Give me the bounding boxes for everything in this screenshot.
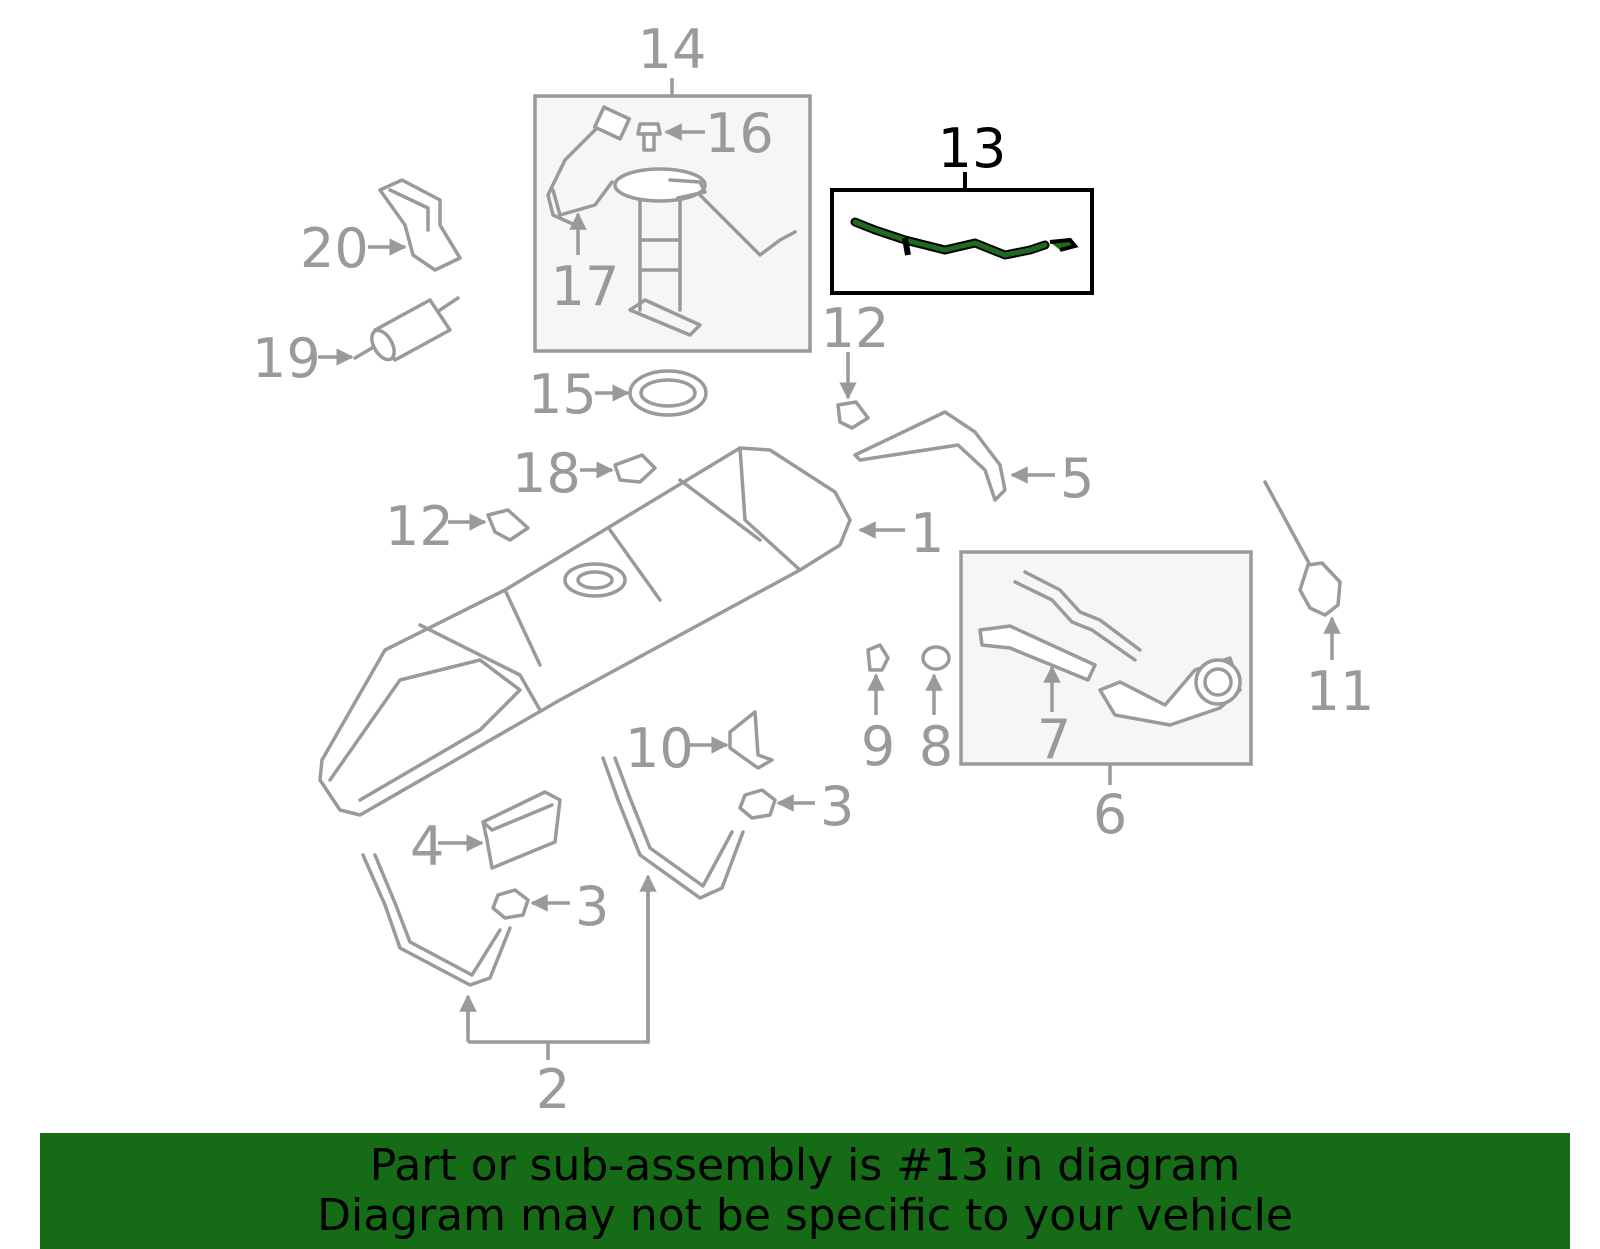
callout-1: 1 [910, 502, 944, 565]
callout-2: 2 [536, 1058, 570, 1121]
clip-upper-body [836, 400, 870, 430]
callout-15: 15 [528, 363, 597, 426]
part-3-upper-nut[interactable] [738, 788, 815, 820]
strap-right-outer [601, 756, 745, 900]
bracket-10-body [728, 710, 774, 770]
callout-19: 19 [252, 327, 321, 390]
filter-inlet [353, 346, 374, 360]
bracket-body [378, 178, 462, 272]
callout-11: 11 [1306, 660, 1375, 723]
vent-tube-lower [1013, 580, 1137, 662]
bracket-4-edge [481, 803, 554, 832]
callout-3-upper: 3 [820, 775, 854, 838]
pump-body [638, 198, 682, 312]
strap-right-inner [613, 756, 734, 888]
nut-lower-body [491, 888, 530, 920]
callout-4: 4 [410, 815, 444, 878]
callout-18: 18 [512, 442, 581, 505]
pump-outlet [668, 178, 707, 200]
callout-16: 16 [705, 102, 774, 165]
part-11-fuel-cap[interactable] [1263, 480, 1342, 660]
bolt-shank [642, 132, 656, 152]
filler-neck-inner [1203, 667, 1233, 697]
callout-20: 20 [300, 217, 369, 280]
strap-left-inner [373, 853, 502, 977]
part-4-bracket[interactable] [438, 790, 562, 870]
vent-tube [1023, 570, 1142, 652]
part-6-filler-assembly[interactable] [959, 550, 1253, 785]
pump-bracket [551, 180, 614, 217]
part-16-bolt[interactable] [636, 122, 705, 152]
tank-pump-opening-inner [576, 570, 614, 590]
banner-line-2: Diagram may not be specific to your vehi… [317, 1190, 1293, 1241]
grommet-9-body [866, 643, 890, 672]
callout-6: 6 [1093, 783, 1127, 846]
part-15-lock-ring[interactable] [595, 369, 708, 417]
clip-lower-body [486, 508, 530, 542]
callout-17: 17 [551, 255, 620, 318]
callout-8: 8 [919, 715, 953, 778]
hose-fitting [1049, 237, 1079, 252]
part-2-tank-straps[interactable] [361, 756, 745, 1060]
tank-pump-opening [563, 562, 627, 598]
tank-outline [318, 446, 852, 817]
shield-body [853, 410, 1007, 502]
part-10-bracket[interactable] [690, 710, 774, 770]
hose-clip [902, 237, 911, 256]
info-banner: Part or sub-assembly is #13 in diagram D… [40, 1133, 1570, 1249]
float-arm [698, 193, 797, 257]
callout-14: 14 [638, 18, 707, 81]
part-6-box [959, 550, 1253, 766]
tank-ribs [418, 446, 802, 712]
part-19-fuel-filter[interactable] [318, 296, 460, 366]
part-5-heat-shield[interactable] [853, 410, 1055, 502]
callout-5: 5 [1060, 447, 1094, 510]
callout-10: 10 [625, 717, 694, 780]
grommet-8-body [921, 645, 951, 671]
callout-12-upper: 12 [821, 297, 890, 360]
callout-12-lower: 12 [385, 495, 454, 558]
callout-9: 9 [861, 715, 895, 778]
part-12-upper-clip[interactable] [836, 352, 870, 430]
strap-left-outer [361, 853, 512, 987]
callout-3-lower: 3 [575, 875, 609, 938]
filter-end [370, 328, 396, 362]
part-20-bracket[interactable] [368, 178, 462, 272]
ring-inner [639, 378, 697, 408]
filter-outlet [438, 296, 460, 312]
part-12-lower-clip[interactable] [448, 508, 530, 542]
cap-body [1298, 561, 1342, 617]
bracket-edge [388, 188, 430, 232]
hose-line [852, 219, 1048, 258]
part-18-clip[interactable] [580, 453, 657, 484]
pump-connector [592, 105, 632, 141]
part-8-grommet[interactable] [921, 645, 951, 715]
tank-end [328, 658, 522, 802]
part-13-highlighted[interactable] [830, 172, 1094, 295]
filler-hose [978, 624, 1097, 682]
callout-7: 7 [1037, 708, 1071, 771]
bolt-head [636, 122, 662, 136]
part-1-fuel-tank[interactable] [318, 446, 905, 817]
banner-line-1: Part or sub-assembly is #13 in diagram [369, 1140, 1241, 1191]
clip-body [613, 453, 657, 484]
cap-tether [1263, 480, 1312, 567]
pump-wire-harness [546, 123, 602, 227]
part-3-lower-nut[interactable] [491, 888, 570, 920]
filler-neck-opening [1194, 658, 1242, 706]
pump-flange [613, 167, 707, 203]
callout-13: 13 [938, 117, 1007, 180]
part-9-grommet[interactable] [866, 643, 890, 715]
nut-upper-body [738, 788, 777, 820]
pump-filter-sock [628, 298, 702, 337]
